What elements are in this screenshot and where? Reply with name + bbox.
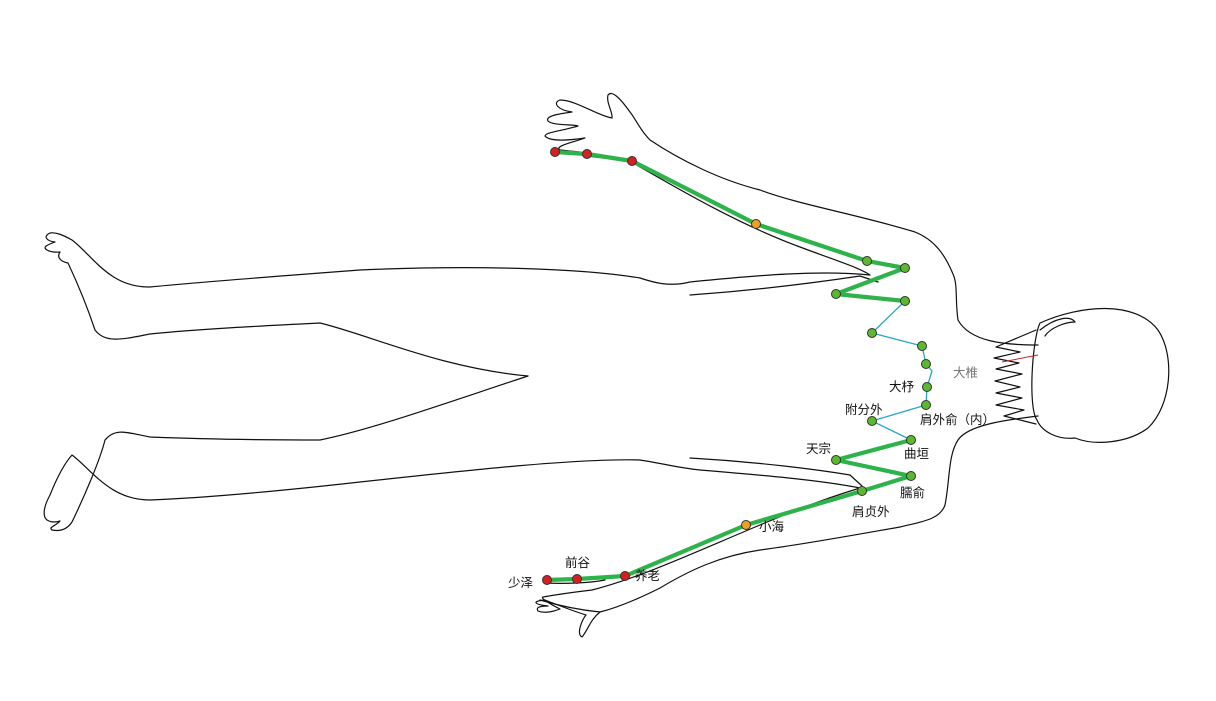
acupoint-naoshu	[906, 471, 916, 481]
spine-connector-meridian	[871, 300, 933, 441]
acupoint-spine-2	[917, 341, 927, 351]
upper-arm-meridian	[552, 149, 908, 304]
label-naoshu: 臑俞	[900, 485, 926, 500]
label-xiaohai: 小海	[759, 519, 785, 534]
upper-inner-arm	[689, 275, 879, 296]
acupoint-upper-3	[627, 156, 637, 166]
meridian-lines	[544, 149, 933, 583]
hair-mark	[1001, 354, 1039, 363]
acupoint-shaoze	[542, 575, 552, 585]
acupoint-qiangu	[572, 574, 582, 584]
acupoint-upper-scapula-2	[900, 296, 910, 306]
label-qiangu: 前谷	[565, 555, 591, 570]
acupoint-quyuan	[906, 435, 916, 445]
acupoint-spine-1	[867, 328, 877, 338]
hair-outline	[993, 329, 1037, 425]
body-outline	[43, 92, 1170, 638]
acupoint-tianzong	[831, 455, 841, 465]
acupoint-upper-scapula-1	[831, 289, 841, 299]
lower-inner-arm	[689, 457, 863, 487]
acupoint-fufenwai	[867, 416, 877, 426]
label-yanglao: 养老	[635, 568, 660, 583]
label-dazhu: 大杼	[889, 379, 915, 394]
label-jianwaishu-nei: 肩外俞（内）	[920, 412, 995, 427]
acupoint-upper-5	[862, 256, 872, 266]
head-outline	[1031, 307, 1170, 443]
acupoint-upper-1	[550, 147, 560, 157]
acupoint-labels: 大椎 大杼 附分外 肩外俞（内） 天宗 曲垣 臑俞 肩贞外 小海 养老 前谷 少…	[508, 365, 995, 590]
acupoint-yanglao	[620, 571, 630, 581]
label-tianzong: 天宗	[806, 441, 831, 456]
acupoints	[542, 147, 932, 585]
lower-palm-line	[539, 599, 601, 613]
label-dazhui: 大椎	[953, 365, 978, 380]
acupoint-jianwaishu	[921, 400, 931, 410]
acupoint-upper-2	[582, 149, 592, 159]
acupoint-upper-6	[900, 263, 910, 273]
acupoint-xiaohai	[741, 520, 751, 530]
label-quyuan: 曲垣	[904, 446, 929, 461]
label-fufenwai: 附分外	[845, 402, 883, 417]
upper-body-contour	[44, 92, 1039, 377]
acupoint-upper-4	[751, 219, 761, 229]
acupoint-jianzhenwai	[857, 486, 867, 496]
label-shaoze: 少泽	[508, 575, 533, 590]
lower-arm-meridian	[544, 437, 914, 583]
label-jianzhenwai: 肩贞外	[852, 504, 890, 519]
ear-outline	[1039, 317, 1076, 337]
acupoint-dazhu	[922, 382, 932, 392]
acupoint-spine-3	[921, 359, 931, 369]
